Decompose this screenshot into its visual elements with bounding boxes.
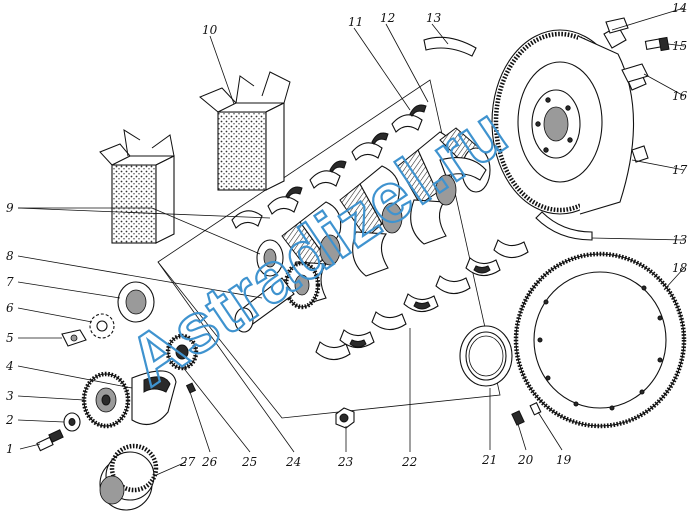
flywheel-bolt — [644, 36, 670, 52]
callout-12: 12 — [380, 11, 395, 25]
bolt-1 — [36, 429, 64, 452]
callout-26: 26 — [201, 455, 218, 469]
callout-21: 21 — [481, 453, 497, 467]
callout-27: 27 — [179, 455, 196, 469]
crankshaft — [234, 127, 491, 333]
flywheel-ring-gear — [513, 251, 687, 429]
lower-bearing-shells — [315, 239, 529, 361]
callout-1: 1 — [6, 442, 14, 456]
callout-18: 18 — [672, 261, 688, 275]
bearing-package-right — [199, 71, 291, 191]
callout-16: 16 — [672, 89, 688, 103]
upper-bearing-shells — [231, 104, 427, 229]
callout-23: 23 — [337, 455, 354, 469]
key-26 — [185, 382, 197, 394]
rear-oil-seal — [459, 325, 513, 387]
bearing-package-left — [99, 128, 175, 244]
callout-9: 9 — [6, 201, 14, 215]
callout-11: 11 — [348, 15, 363, 29]
callout-13-right: 13 — [672, 233, 688, 247]
assembly-frame — [157, 79, 501, 419]
small-bolt-19 — [529, 402, 542, 416]
small-bolt-20 — [511, 410, 525, 426]
callout-8: 8 — [6, 249, 14, 263]
gear-wheel-25 — [165, 333, 199, 371]
callout-2: 2 — [5, 413, 14, 427]
lock-washer-6 — [89, 313, 115, 339]
callout-14: 14 — [672, 1, 687, 15]
pulley-3 — [81, 371, 131, 429]
callout-3: 3 — [6, 389, 14, 403]
washer-2 — [63, 412, 81, 432]
thrust-half-ring-upper — [423, 36, 477, 57]
lock-plate-upper — [605, 17, 629, 34]
callout-22: 22 — [401, 455, 417, 469]
callout-13-top: 13 — [426, 11, 442, 25]
nut — [335, 407, 355, 429]
leader-lines — [17, 7, 685, 477]
callout-4: 4 — [5, 359, 14, 373]
pulley-27 — [99, 443, 159, 511]
callout-25: 25 — [241, 455, 257, 469]
damper-hub-4 — [131, 370, 177, 426]
callout-5: 5 — [6, 331, 14, 345]
callout-17: 17 — [672, 163, 688, 177]
callout-labels: 1 2 3 4 5 6 7 8 9 10 11 12 13 14 15 16 1… — [5, 1, 688, 469]
thrust-half-ring-lower — [535, 211, 593, 241]
callout-20: 20 — [517, 453, 534, 467]
callout-7: 7 — [6, 275, 14, 289]
callout-24: 24 — [285, 455, 301, 469]
thrust-washer-5 — [61, 329, 87, 347]
callout-15: 15 — [672, 39, 687, 53]
oil-slinger-7 — [117, 281, 155, 323]
callout-10: 10 — [202, 23, 218, 37]
callout-19: 19 — [556, 453, 572, 467]
callout-6: 6 — [6, 301, 14, 315]
flywheel — [491, 25, 649, 215]
